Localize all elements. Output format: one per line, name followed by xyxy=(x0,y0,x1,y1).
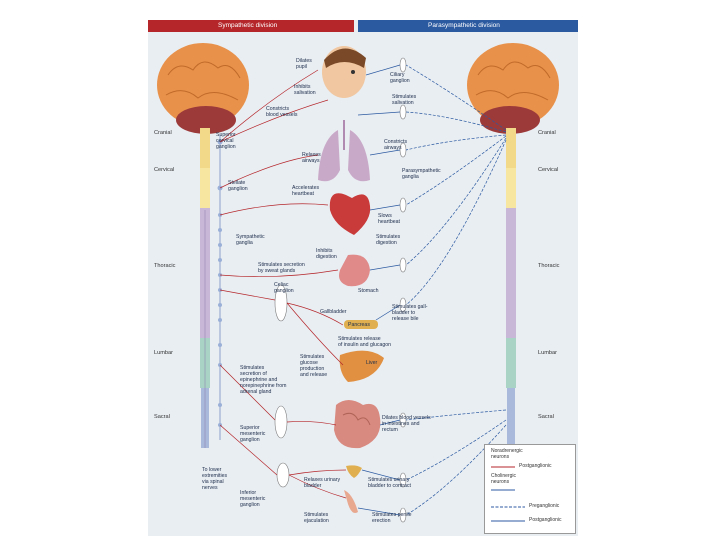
level-thoracic-right: Thoracic xyxy=(538,263,560,269)
sympathetic-chain xyxy=(217,135,223,440)
pancreas-organ xyxy=(344,320,378,329)
legend-preganglionic: Preganglionic xyxy=(529,503,560,509)
label-stellate-ganglion: Stellate ganglion xyxy=(228,180,248,192)
neuron-key-legend: Noradrenergic neurons Postganglionic Cho… xyxy=(484,444,576,534)
label-inferior-mesenteric: Inferior mesenteric ganglion xyxy=(240,490,266,508)
parasympathetic-pathways xyxy=(405,64,507,516)
label-stomach: Stomach xyxy=(358,288,379,294)
parasympathetic-header: Parasympathetic division xyxy=(358,20,578,32)
genitals xyxy=(344,490,358,513)
label-adrenal-secretion: Stimulates secretion of epinephrine and … xyxy=(240,365,287,395)
level-sacral-right: Sacral xyxy=(538,414,554,420)
parasympathetic-postganglionic xyxy=(357,64,401,516)
lungs xyxy=(318,120,370,182)
label-liver: Liver xyxy=(366,360,378,366)
legend-cholinergic: Cholinergic neurons xyxy=(491,473,517,485)
label-inhibits-digestion: Inhibits digestion xyxy=(316,248,337,260)
label-celiac-ganglion: Celiac ganglion xyxy=(274,282,294,294)
liver-organ xyxy=(339,350,384,382)
ganglia xyxy=(274,57,407,523)
label-superior-mesenteric: Superior mesenteric ganglion xyxy=(240,425,266,443)
label-glucose-release: Stimulates glucose production and releas… xyxy=(300,354,328,378)
left-brain xyxy=(157,43,249,134)
level-lumbar-right: Lumbar xyxy=(538,350,557,356)
label-stimulates-gallbladder: Stimulates gall- bladder to release bile xyxy=(392,304,428,322)
label-constricts-airways: Constricts airways xyxy=(384,139,408,151)
label-stimulates-ejaculation: Stimulates ejaculation xyxy=(304,512,329,524)
heart xyxy=(329,193,371,235)
label-stimulates-digestion: Stimulates digestion xyxy=(376,234,401,246)
label-stimulates-sweat: Stimulates secretion by sweat glands xyxy=(258,262,305,274)
sympathetic-pathways xyxy=(219,69,347,499)
autonomic-nervous-system-diagram: Sympathetic division Parasympathetic div… xyxy=(148,20,578,536)
label-dilates-vessels: Dilates blood vessels in intestines and … xyxy=(382,415,431,433)
label-insulin-glucagon: Stimulates release of insulin and glucag… xyxy=(338,336,392,348)
right-spinal-cord xyxy=(506,128,516,448)
label-slows-heartbeat: Slows heartbeat xyxy=(378,213,400,225)
label-pancreas: Pancreas xyxy=(348,322,370,328)
level-cervical-left: Cervical xyxy=(154,167,175,173)
diagram-artwork xyxy=(157,43,559,523)
label-constricts-vessels: Constricts blood vessels xyxy=(266,106,298,118)
label-lower-extremities: To lower extremities via spinal nerves xyxy=(202,467,228,491)
right-brain xyxy=(467,43,559,134)
label-stimulates-erection: Stimulates penile erection xyxy=(372,512,412,524)
label-inhibits-salivation: Inhibits salivation xyxy=(294,84,316,96)
label-stimulates-bladder: Stimulates urinary bladder to contract xyxy=(368,477,411,489)
legend-postganglionic-1: Postganglionic xyxy=(519,463,552,469)
label-sympathetic-ganglia: Sympathetic ganglia xyxy=(236,234,265,246)
head-face xyxy=(322,46,366,98)
label-accelerates-heartbeat: Accelerates heartbeat xyxy=(292,185,320,197)
level-cervical-right: Cervical xyxy=(538,167,559,173)
label-parasympathetic-ganglia: Parasympathetic ganglia xyxy=(402,168,441,180)
label-ciliary-ganglion: Ciliary ganglion xyxy=(390,72,410,84)
level-sacral-left: Sacral xyxy=(154,414,170,420)
label-superior-cervical: Superior cervical ganglion xyxy=(216,132,236,150)
label-relaxes-airways: Relaxes airways xyxy=(302,152,321,164)
level-thoracic-left: Thoracic xyxy=(154,263,176,269)
legend-lines xyxy=(491,466,525,522)
left-spinal-cord xyxy=(200,128,210,448)
stomach-organ xyxy=(339,254,370,287)
label-dilates-pupil: Dilates pupil xyxy=(296,58,312,70)
intestines xyxy=(334,400,381,449)
label-relaxes-bladder: Relaxes urinary bladder xyxy=(304,477,341,489)
bladder-organ xyxy=(346,465,362,478)
level-lumbar-left: Lumbar xyxy=(154,350,173,356)
legend-noradrenergic: Noradrenergic neurons xyxy=(491,448,523,460)
label-gallbladder: Gallbladder xyxy=(320,309,347,315)
sympathetic-header: Sympathetic division xyxy=(148,20,354,32)
label-stimulates-salivation: Stimulates salivation xyxy=(392,94,417,106)
level-cranial-right: Cranial xyxy=(538,130,556,136)
legend-postganglionic-2: Postganglionic xyxy=(529,517,562,523)
level-cranial-left: Cranial xyxy=(154,130,172,136)
